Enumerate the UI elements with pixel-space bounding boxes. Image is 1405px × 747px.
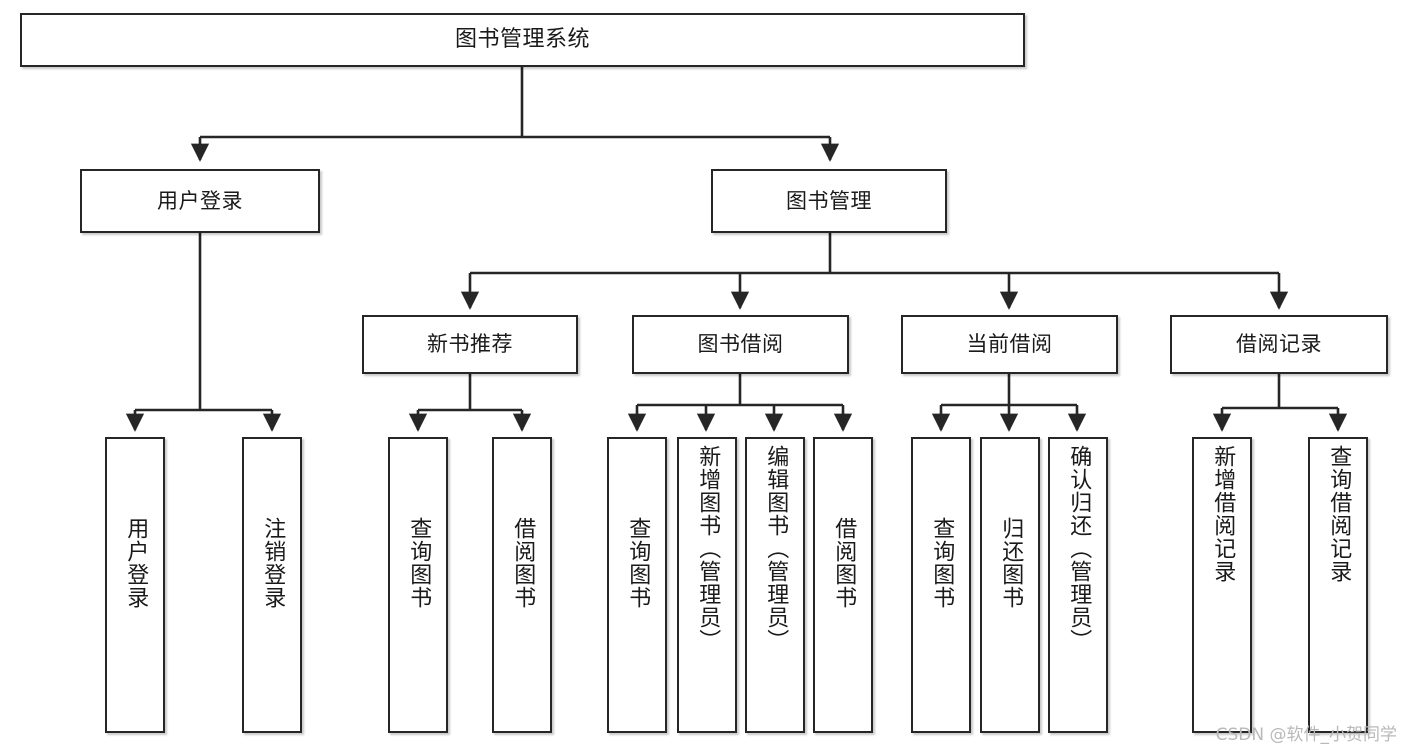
node-user-login[interactable]: 用户登录 <box>80 169 320 233</box>
node-label: 新增借阅记录 <box>1210 445 1236 583</box>
node-label: 查询借阅记录 <box>1326 445 1352 583</box>
node-label: 用户登录 <box>123 517 149 609</box>
leaf-current-confirm-return-admin[interactable]: 确认归还（管理员） <box>1048 437 1108 733</box>
node-label: 新增图书（管理员） <box>695 445 721 652</box>
leaf-records-query-record[interactable]: 查询借阅记录 <box>1308 437 1368 733</box>
node-label: 查询图书 <box>625 517 651 609</box>
leaf-records-add-record[interactable]: 新增借阅记录 <box>1192 437 1252 733</box>
node-current-borrow[interactable]: 当前借阅 <box>901 315 1118 374</box>
leaf-new-book-query[interactable]: 查询图书 <box>388 437 448 733</box>
node-label: 当前借阅 <box>966 332 1053 357</box>
node-label: 确认归还（管理员） <box>1066 445 1092 652</box>
leaf-current-query-book[interactable]: 查询图书 <box>911 437 971 733</box>
node-book-borrow[interactable]: 图书借阅 <box>632 315 849 374</box>
node-new-book-recommend[interactable]: 新书推荐 <box>362 315 578 374</box>
leaf-current-return-book[interactable]: 归还图书 <box>980 437 1040 733</box>
node-label: 归还图书 <box>998 517 1024 609</box>
node-label: 图书管理 <box>786 188 872 213</box>
leaf-borrow-add-book-admin[interactable]: 新增图书（管理员） <box>677 437 737 733</box>
node-borrow-records[interactable]: 借阅记录 <box>1170 315 1388 374</box>
node-label: 借阅图书 <box>831 517 857 609</box>
node-book-management[interactable]: 图书管理 <box>711 169 947 233</box>
node-label: 注销登录 <box>260 517 286 609</box>
leaf-new-book-borrow[interactable]: 借阅图书 <box>492 437 552 733</box>
leaf-borrow-edit-book-admin[interactable]: 编辑图书（管理员） <box>745 437 805 733</box>
node-label: 用户登录 <box>157 188 243 213</box>
node-label: 编辑图书（管理员） <box>763 445 789 652</box>
leaf-borrow-borrow-book[interactable]: 借阅图书 <box>813 437 873 733</box>
csdn-watermark: CSDN @软件_小贺同学 <box>1215 725 1397 745</box>
node-root-system[interactable]: 图书管理系统 <box>20 13 1025 67</box>
leaf-user-login-signout[interactable]: 注销登录 <box>242 437 302 733</box>
node-label: 图书管理系统 <box>454 27 590 53</box>
node-label: 查询图书 <box>406 517 432 609</box>
node-label: 借阅图书 <box>510 517 536 609</box>
node-label: 新书推荐 <box>427 332 513 357</box>
node-label: 图书借阅 <box>697 332 784 357</box>
node-label: 借阅记录 <box>1236 332 1322 357</box>
leaf-borrow-query-book[interactable]: 查询图书 <box>607 437 667 733</box>
leaf-user-login-signin[interactable]: 用户登录 <box>105 437 165 733</box>
node-label: 查询图书 <box>929 517 955 609</box>
